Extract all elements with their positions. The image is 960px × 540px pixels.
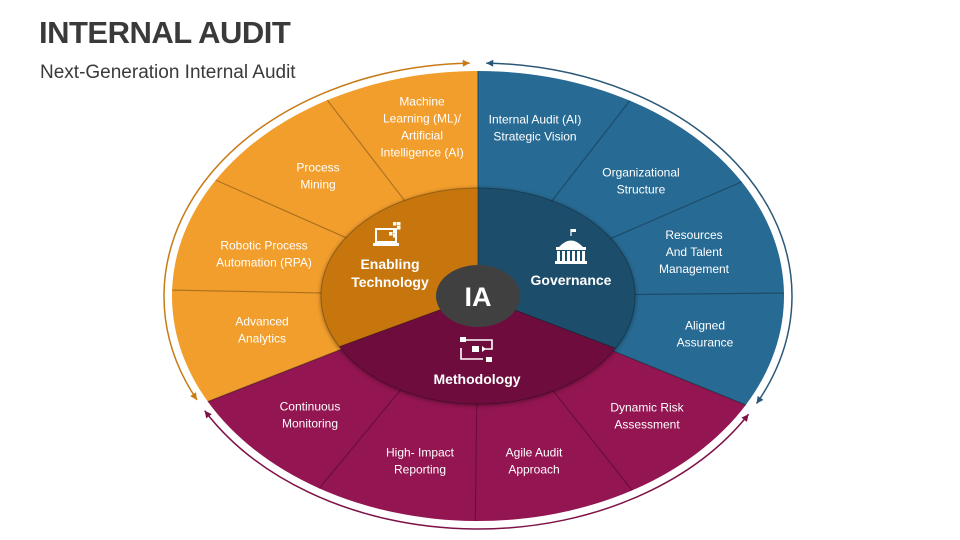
segment-label-line: High- Impact <box>386 446 455 460</box>
segment-label-line: Robotic Process <box>220 239 307 253</box>
segment-label-line: Resources <box>665 228 722 242</box>
segment-label: Internal Audit (AI) Strategic Vision <box>489 113 582 144</box>
segment-label-line: Agile Audit <box>506 446 563 460</box>
arrowhead-icon <box>190 392 197 400</box>
government-building-icon <box>555 229 587 264</box>
segment-label-line: Reporting <box>394 463 446 477</box>
segment-label-line: Artificial <box>401 129 443 143</box>
pillar-label-governance-line: Governance <box>531 272 612 288</box>
pillar-label-methodology-line: Methodology <box>433 371 520 387</box>
page-title: INTERNAL AUDIT <box>39 15 291 50</box>
cycle-arrow-governance <box>486 62 793 405</box>
segment-label-line: Process <box>296 161 339 175</box>
pillar-label-enabling-technology-line: Technology <box>351 274 429 290</box>
segment-label-line: Strategic Vision <box>493 130 576 144</box>
pillar-label-methodology: Methodology <box>433 371 520 387</box>
segment-label-line: Assurance <box>677 336 734 350</box>
arrowhead-icon <box>486 59 494 67</box>
segment-label-line: Mining <box>300 178 335 192</box>
segment-label-line: Approach <box>508 463 559 477</box>
segment-label-line: And Talent <box>666 245 723 259</box>
center-label: IA <box>465 282 492 312</box>
segment-label-line: Learning (ML)/ <box>383 112 462 126</box>
segment-label-line: Machine <box>399 95 445 109</box>
segment-label-line: Intelligence (AI) <box>380 146 463 160</box>
arrowhead-icon <box>741 414 749 422</box>
segment-label-line: Internal Audit (AI) <box>489 113 582 127</box>
cycle-arrow-enabling-technology <box>163 62 470 401</box>
segment-label-line: Structure <box>617 183 666 197</box>
pillar-label-enabling-technology-line: Enabling <box>360 256 419 272</box>
cycle-arrow-methodology <box>204 410 750 530</box>
core-sector-governance <box>477 187 636 349</box>
segment-label-line: Assessment <box>614 418 680 432</box>
segment-label-line: Monitoring <box>282 417 338 431</box>
arrowhead-icon <box>462 59 470 67</box>
segment-label-line: Advanced <box>235 315 288 329</box>
segment-label-line: Management <box>659 262 730 276</box>
pillar-label-governance: Governance <box>531 272 612 288</box>
segment-label-line: Continuous <box>280 400 341 414</box>
arrowhead-icon <box>204 410 212 419</box>
page-subtitle: Next-Generation Internal Audit <box>40 62 296 83</box>
center-badge <box>436 265 520 327</box>
segment-label-line: Analytics <box>238 332 286 346</box>
segment-label-line: Aligned <box>685 319 725 333</box>
segment-label-line: Dynamic Risk <box>610 401 684 415</box>
workflow-icon <box>460 337 493 362</box>
arrowhead-icon <box>756 395 764 404</box>
segment-label-line: Organizational <box>602 166 679 180</box>
laptop-icon <box>373 222 401 246</box>
segment-label-line: Automation (RPA) <box>216 256 312 270</box>
